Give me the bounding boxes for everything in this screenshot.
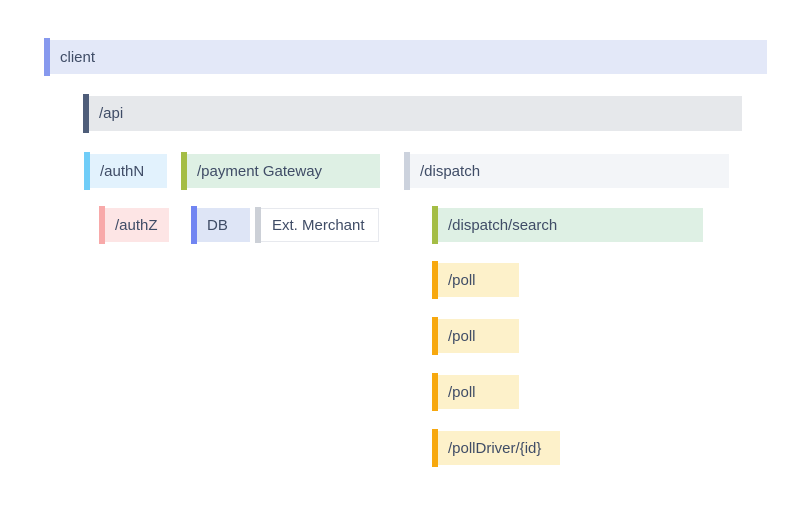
span-accent (432, 373, 438, 411)
span-label: /authZ (115, 216, 158, 234)
span-label: Ext. Merchant (272, 216, 365, 234)
span-api[interactable]: /api (83, 94, 742, 133)
span-accent (404, 152, 410, 190)
span-poll-1[interactable]: /poll (432, 261, 519, 299)
span-label: /dispatch (420, 162, 481, 180)
span-label: /poll (448, 383, 476, 401)
span-label: /poll (448, 327, 476, 345)
span-accent (99, 206, 105, 244)
span-client[interactable]: client (44, 38, 767, 76)
span-authn[interactable]: /authN (84, 152, 167, 190)
span-poll-2[interactable]: /poll (432, 317, 519, 355)
span-label: /authN (100, 162, 145, 180)
span-accent (84, 152, 90, 190)
span-label: DB (207, 216, 228, 234)
span-accent (191, 206, 197, 244)
span-label: client (60, 48, 96, 66)
span-ext-merchant[interactable]: Ext. Merchant (255, 207, 379, 243)
span-label: /dispatch/search (448, 216, 558, 234)
span-accent (432, 317, 438, 355)
span-label: /api (99, 105, 124, 122)
span-authz[interactable]: /authZ (99, 206, 169, 244)
span-polldriver-id[interactable]: /pollDriver/{id} (432, 429, 560, 467)
span-accent (432, 206, 438, 244)
span-accent (83, 94, 89, 133)
span-db[interactable]: DB (191, 206, 250, 244)
span-accent (181, 152, 187, 190)
span-accent (255, 207, 261, 243)
span-accent (44, 38, 50, 76)
span-dispatch-search[interactable]: /dispatch/search (432, 206, 703, 244)
span-accent (432, 429, 438, 467)
span-payment-gateway[interactable]: /payment Gateway (181, 152, 380, 190)
span-label: /payment Gateway (197, 162, 323, 180)
span-poll-3[interactable]: /poll (432, 373, 519, 411)
span-accent (432, 261, 438, 299)
span-label: /poll (448, 271, 476, 289)
span-label: /pollDriver/{id} (448, 439, 542, 457)
span-dispatch[interactable]: /dispatch (404, 152, 729, 190)
